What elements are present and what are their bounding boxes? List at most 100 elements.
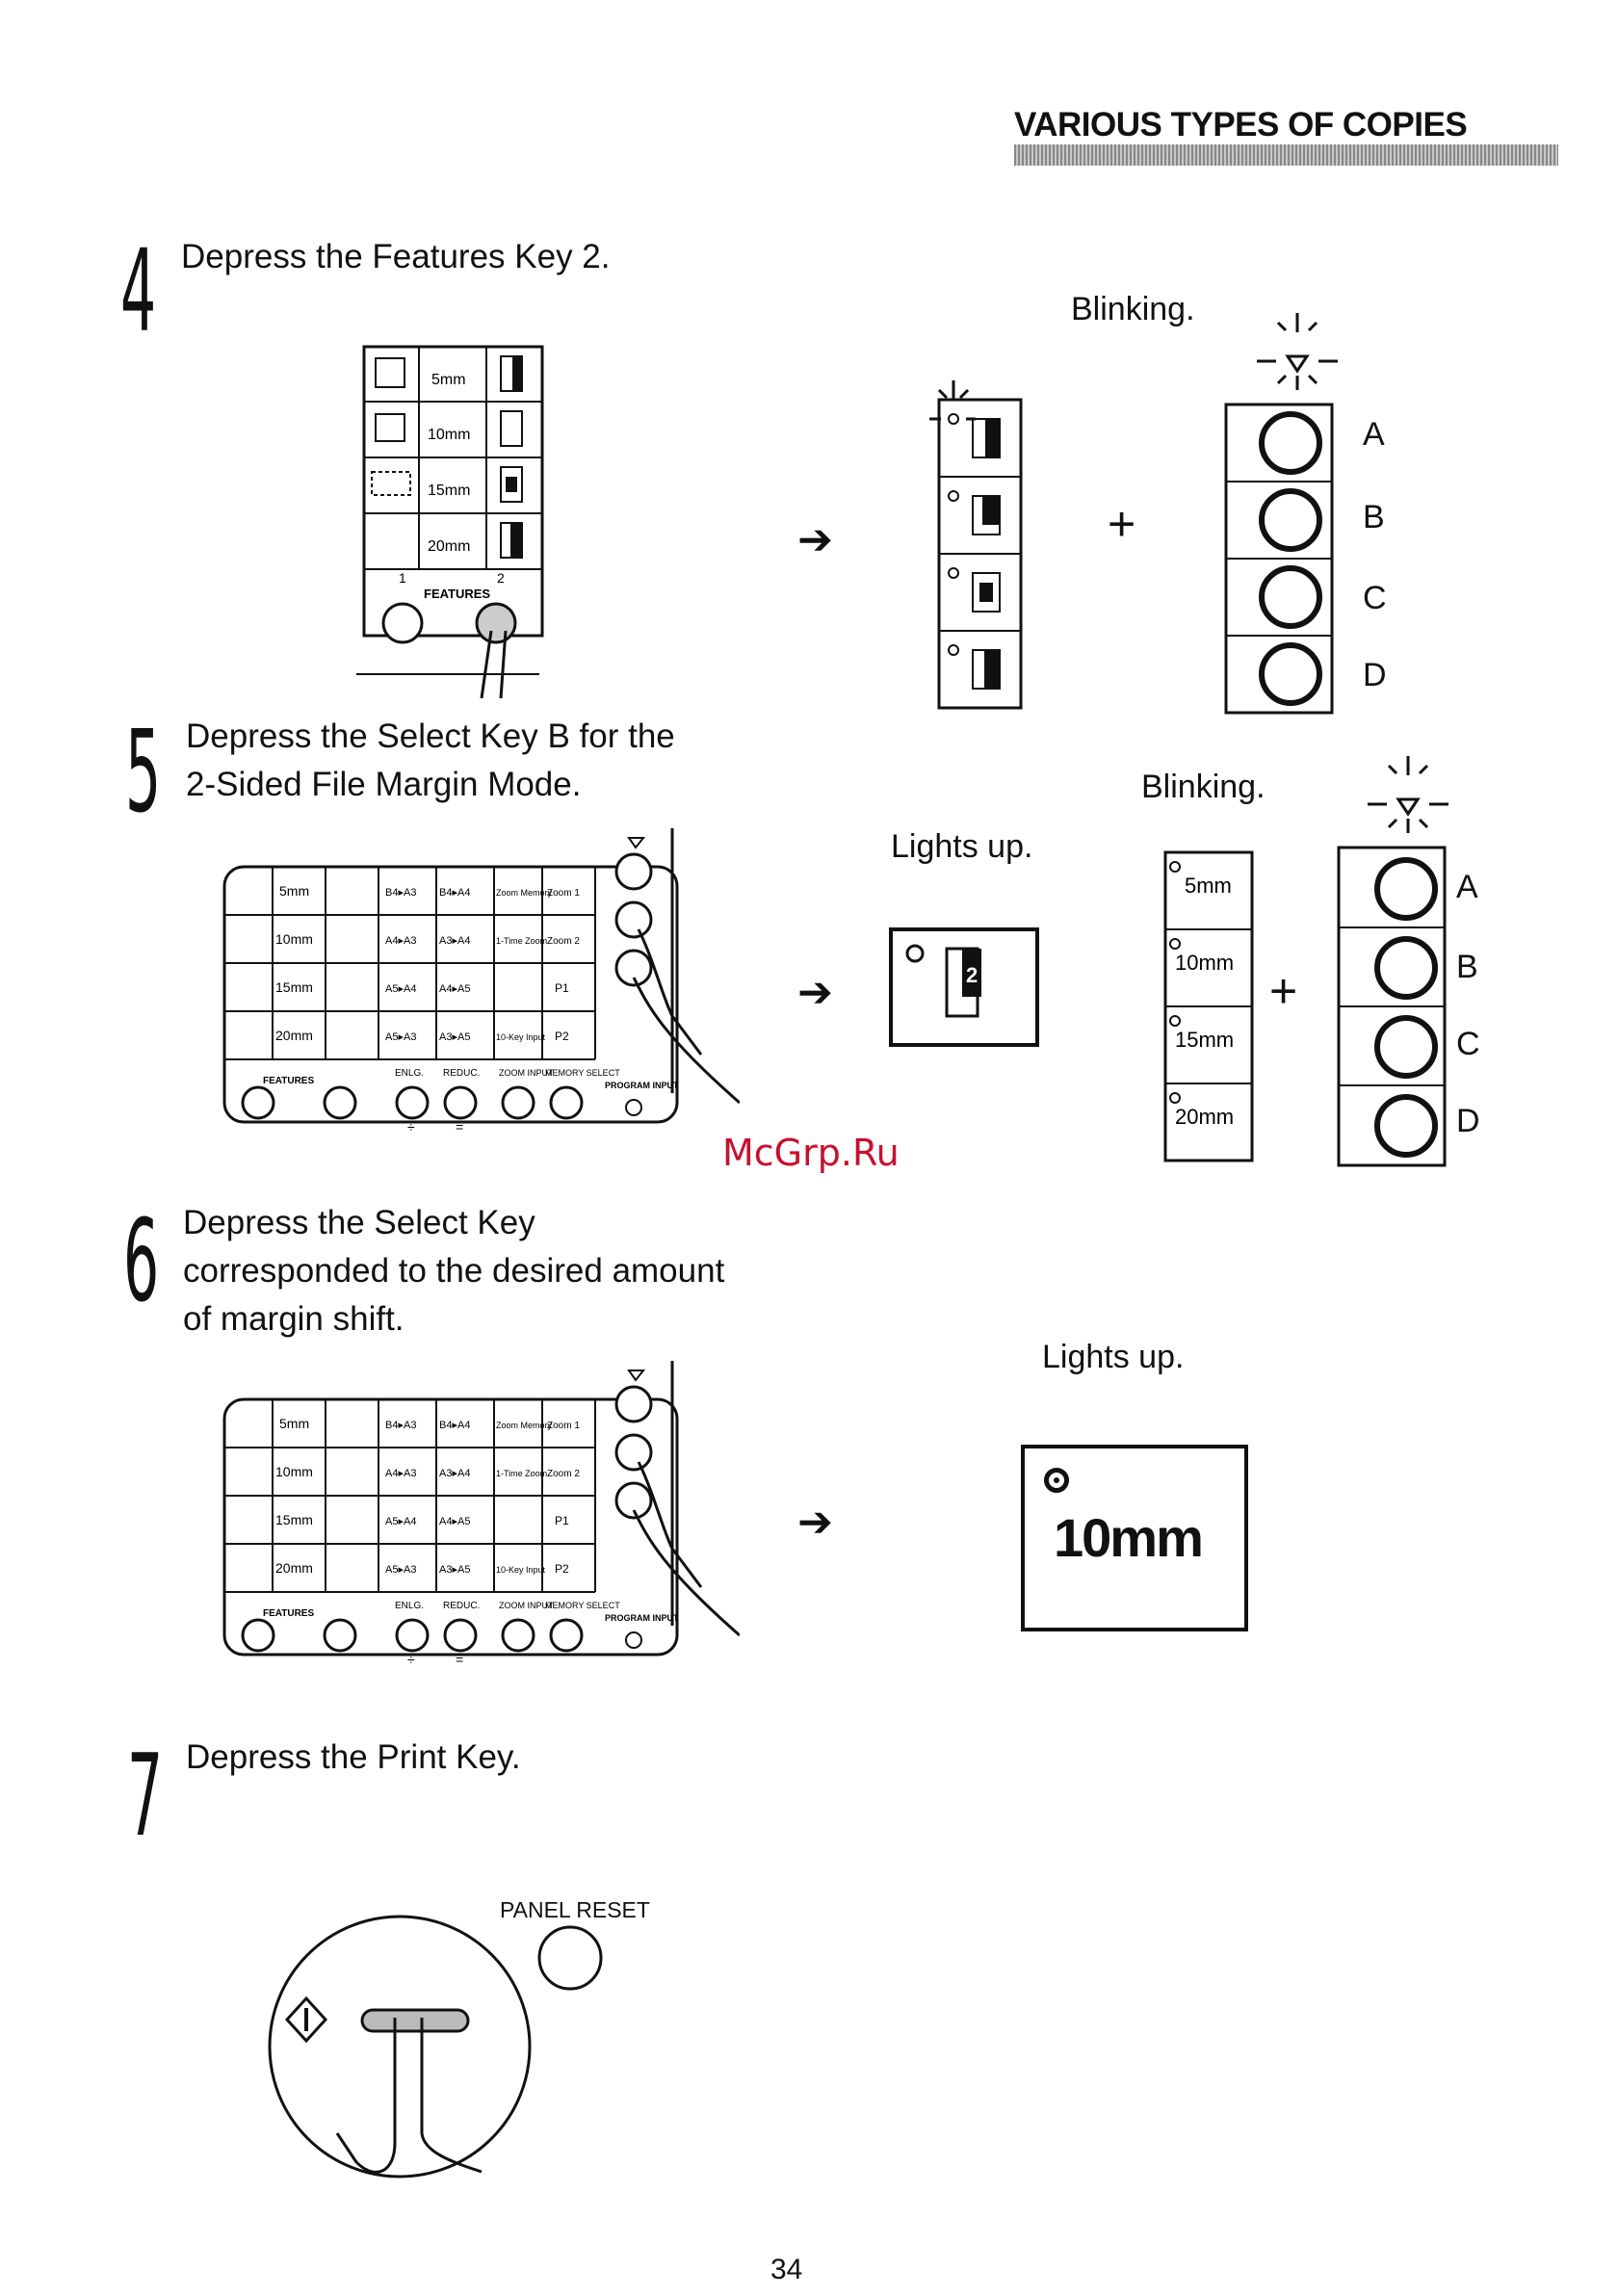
select-key-d[interactable] (1374, 1094, 1438, 1158)
panel5-5mm: 5mm (279, 883, 309, 899)
step-6-line2: corresponded to the desired amount (183, 1252, 725, 1290)
panel-reset-button[interactable] (537, 1925, 603, 1991)
indicator-15mm: 15mm (1175, 1028, 1234, 1052)
panel5-enlg: ENLG. (395, 1068, 424, 1079)
panel5-20mm: 20mm (275, 1028, 313, 1043)
select-key-a[interactable] (1374, 857, 1438, 921)
panel6-a5a4: A5▸A4 (385, 1516, 416, 1527)
select-key-b[interactable] (1374, 936, 1438, 1000)
step-5-line1: Depress the Select Key B for the (186, 718, 675, 755)
indicator-lamp-icon (1044, 1468, 1069, 1493)
select5-label-c: C (1456, 1026, 1480, 1062)
panel5-program-input: PROGRAM INPUT (605, 1081, 679, 1090)
select5-label-b: B (1456, 949, 1478, 985)
arrow-right-icon: ➔ (797, 516, 833, 563)
features-key1-num: 1 (399, 570, 406, 586)
panel6-zoom1: Zoom 1 (547, 1421, 580, 1431)
step-6-line1: Depress the Select Key (183, 1204, 535, 1241)
panel5-equals: = (456, 1119, 463, 1135)
select-keys-step5 (1337, 756, 1448, 1167)
panel5-memory-select: MEMORY SELECT (545, 1068, 620, 1078)
step-6-line3: of margin shift. (183, 1300, 404, 1338)
panel6-program-input: PROGRAM INPUT (605, 1613, 679, 1623)
panel5-a5a3: A5▸A3 (385, 1031, 416, 1043)
panel6-enlg: ENLG. (395, 1601, 424, 1611)
indicator-5mm: 5mm (1185, 874, 1232, 898)
select-label-a: A (1363, 416, 1385, 453)
margin-20mm-label: 20mm (428, 538, 470, 555)
margin-display-lit: 2 (889, 927, 1039, 1047)
panel6-p2: P2 (555, 1562, 569, 1576)
panel-reset-label: PANEL RESET (500, 1897, 650, 1922)
step-5-number: 5 (125, 705, 162, 838)
select-keys-step4 (1224, 313, 1338, 715)
panel6-zoom-memory: Zoom Memory (496, 1421, 553, 1430)
select-key-a[interactable] (1259, 411, 1322, 475)
panel5-a3a4: A3▸A4 (439, 935, 470, 947)
margin-15mm-label: 15mm (428, 483, 470, 499)
page-number: 34 (770, 2254, 803, 2285)
panel5-zoom-memory: Zoom Memory (496, 888, 553, 898)
panel6-memory-select: MEMORY SELECT (545, 1601, 620, 1610)
panel5-features: FEATURES (263, 1076, 314, 1086)
panel6-p1: P1 (555, 1514, 569, 1527)
header-rule (1014, 144, 1558, 166)
margin-10mm-label: 10mm (428, 427, 470, 443)
panel5-zoom1: Zoom 1 (547, 888, 580, 899)
panel5-b4a3: B4▸A3 (385, 887, 416, 899)
panel5-a4a5: A4▸A5 (439, 983, 470, 995)
margin-indicators-blinking (929, 380, 1023, 710)
select-key-b[interactable] (1259, 488, 1322, 552)
arrow-right-icon: ➔ (797, 1499, 833, 1546)
mm-indicators-blinking: 5mm 10mm 15mm 20mm (1163, 850, 1254, 1162)
panel6-a3a4: A3▸A4 (439, 1468, 470, 1479)
panel6-b4a4: B4▸A4 (439, 1420, 470, 1431)
features-key-1[interactable] (381, 602, 424, 644)
print-key-illustration (268, 1915, 603, 2179)
panel6-15mm: 15mm (275, 1512, 313, 1527)
page-header-title: VARIOUS TYPES OF COPIES (1014, 106, 1468, 144)
panel5-a3a5: A3▸A5 (439, 1031, 470, 1043)
indicator-10mm: 10mm (1175, 951, 1234, 975)
result-display-10mm: 10mm (1021, 1445, 1248, 1631)
display-badge: 2 (966, 963, 978, 987)
panel6-5mm: 5mm (279, 1416, 309, 1431)
panel6-zoom2: Zoom 2 (547, 1469, 580, 1479)
control-panel-step6: 5mm 10mm 15mm 20mm B4▸A3 B4▸A4 Zoom Memo… (222, 1361, 740, 1667)
select-key-d[interactable] (1259, 642, 1322, 706)
panel5-divide: ÷ (407, 1119, 415, 1135)
select-label-b: B (1363, 499, 1385, 535)
step-7-text: Depress the Print Key. (186, 1738, 521, 1776)
panel5-a4a3: A4▸A3 (385, 935, 416, 947)
indicator-20mm: 20mm (1175, 1105, 1234, 1129)
lights-up-label-step5: Lights up. (891, 828, 1033, 865)
panel6-1time-zoom: 1-Time Zoom (496, 1469, 547, 1478)
panel5-10mm: 10mm (275, 931, 313, 947)
panel6-20mm: 20mm (275, 1560, 313, 1576)
panel6-reduc: REDUC. (443, 1601, 480, 1611)
panel6-features: FEATURES (263, 1608, 314, 1619)
panel5-10key: 10-Key Input (496, 1032, 546, 1042)
panel5-zoom-input: ZOOM INPUT (499, 1068, 554, 1078)
features-key2-num: 2 (497, 570, 505, 586)
print-key[interactable] (360, 2008, 470, 2033)
print-diamond-icon (284, 1996, 328, 2044)
control-panel-step5: 5mm 10mm 15mm 20mm B4▸A3 B4▸A4 Zoom Memo… (222, 828, 740, 1135)
features-key-2[interactable] (475, 602, 517, 644)
blinking-label-step5: Blinking. (1141, 769, 1266, 805)
panel6-10key: 10-Key Input (496, 1565, 546, 1575)
panel5-reduc: REDUC. (443, 1068, 480, 1079)
select5-label-a: A (1456, 869, 1478, 905)
step-6-number: 6 (123, 1194, 160, 1327)
panel6-divide: ÷ (407, 1652, 415, 1667)
panel6-zoom-input: ZOOM INPUT (499, 1601, 554, 1610)
panel6-a5a3: A5▸A3 (385, 1564, 416, 1576)
panel5-15mm: 15mm (275, 979, 313, 995)
panel5-a5a4: A5▸A4 (385, 983, 416, 995)
panel6-10mm: 10mm (275, 1464, 313, 1479)
step-4-number: 4 (120, 224, 157, 357)
panel6-b4a3: B4▸A3 (385, 1420, 416, 1431)
select-key-c[interactable] (1374, 1015, 1438, 1079)
select-key-c[interactable] (1259, 565, 1322, 629)
select-label-d: D (1363, 657, 1387, 693)
